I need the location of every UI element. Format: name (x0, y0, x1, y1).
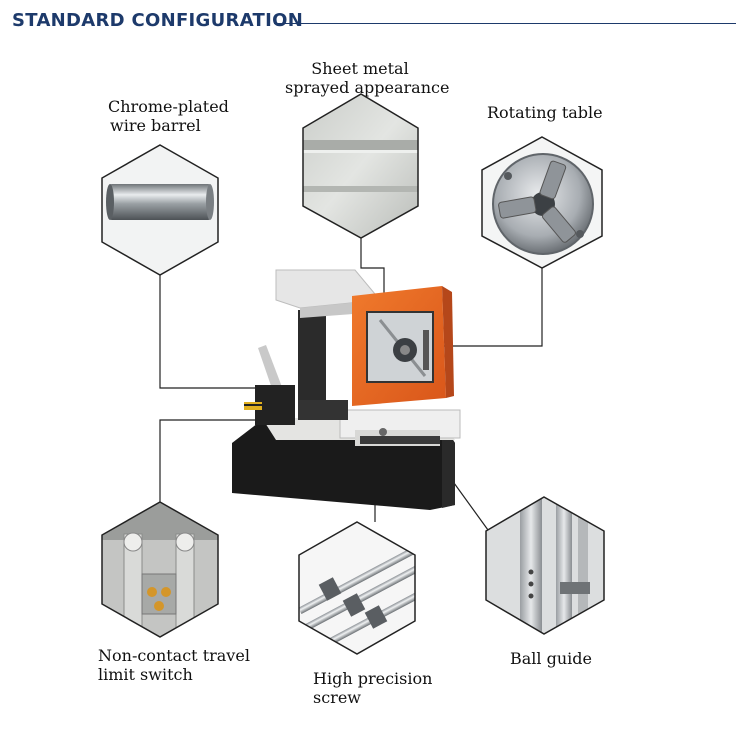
hex-sheet-metal (302, 93, 419, 239)
machine-illustration (232, 269, 461, 510)
label-limit-switch: Non-contact travel limit switch (98, 646, 250, 684)
leader-sheet-metal (360, 238, 385, 298)
hex-ball-guide (485, 496, 605, 635)
title-divider (274, 23, 736, 24)
label-ball-guide: Ball guide (510, 649, 592, 668)
page-title: STANDARD CONFIGURATION (12, 10, 304, 31)
hex-screw (298, 521, 416, 655)
hex-limit-switch (101, 501, 219, 638)
label-screw: High precision screw (313, 669, 433, 707)
hex-wire-barrel (101, 144, 219, 276)
leader-rotating-table (410, 268, 543, 347)
leader-wire-barrel (159, 275, 262, 389)
label-rotating-table: Rotating table (487, 103, 603, 122)
hex-rotating-table (481, 136, 603, 269)
label-wire-barrel: Chrome-plated wire barrel (108, 97, 229, 135)
label-sheet-metal: Sheet metal sprayed appearance (285, 59, 450, 97)
leader-limit-switch (159, 419, 270, 502)
